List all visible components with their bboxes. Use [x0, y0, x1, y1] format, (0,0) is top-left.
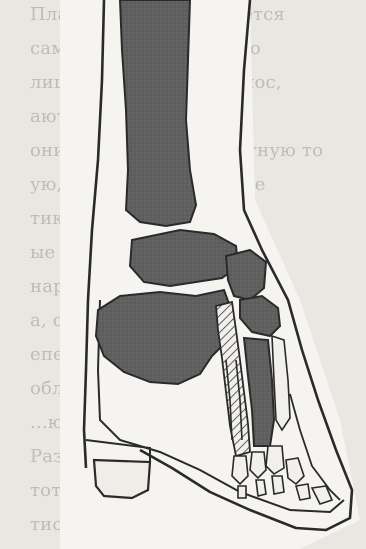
- navicular-bone: [226, 250, 266, 300]
- talus-bone: [130, 230, 238, 286]
- heel-block: [94, 460, 150, 498]
- tibia-bone: [120, 0, 196, 226]
